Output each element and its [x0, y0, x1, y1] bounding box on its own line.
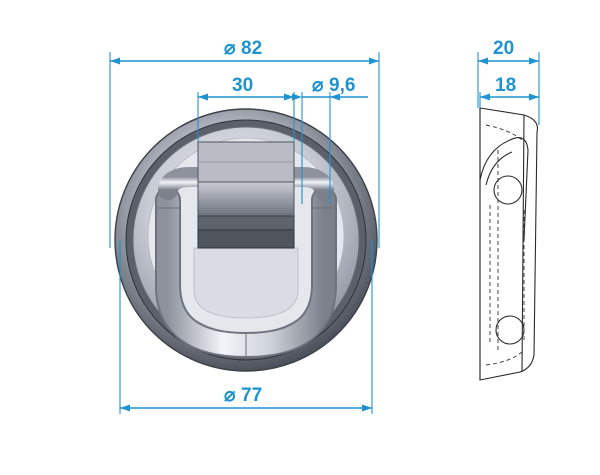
side-profile — [479, 107, 539, 381]
diameter-symbol-ring: ⌀ — [312, 75, 324, 96]
bracket-slot — [197, 215, 295, 231]
front-dimensions: ⌀ 82 30 ⌀ 9,6 ⌀ 77 — [109, 38, 380, 414]
side-ring-bottom — [495, 315, 525, 345]
dim-body-depth: 18 — [495, 75, 516, 96]
side-hook — [479, 137, 529, 241]
dim-bracket-width: 30 — [232, 75, 253, 96]
dim-outer-diameter: 82 — [241, 38, 262, 59]
side-hook-inner — [485, 151, 513, 186]
center-plate — [193, 247, 299, 319]
dim-ring-diameter: 9,6 — [329, 75, 355, 96]
diameter-symbol-inner: ⌀ — [224, 385, 236, 406]
side-ring-top — [493, 175, 523, 205]
side-dimensions: 20 18 — [477, 38, 540, 125]
front-view — [114, 108, 378, 372]
dim-inner-diameter: 77 — [241, 385, 262, 406]
diameter-symbol: ⌀ — [224, 38, 236, 59]
bracket-base — [197, 229, 295, 249]
bracket-face — [197, 181, 295, 217]
side-view — [479, 107, 539, 381]
dim-total-depth: 20 — [493, 38, 514, 59]
